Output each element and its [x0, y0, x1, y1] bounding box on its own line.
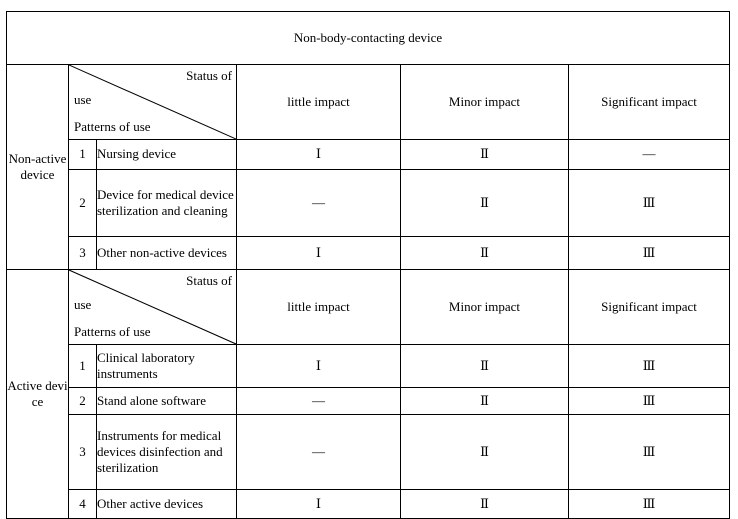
- cell-value-significant-impact: Ⅲ: [567, 236, 731, 270]
- diagonal-divider-line: [69, 270, 236, 344]
- row-label: Stand alone software: [96, 387, 237, 415]
- cell-value-little-impact: Ⅰ: [236, 236, 401, 270]
- impact-column-header-little: little impact: [236, 269, 401, 345]
- cell-value-minor-impact: Ⅱ: [400, 414, 569, 490]
- row-label: Device for medical device sterilization …: [96, 169, 237, 237]
- table-title: Non-body-contacting device: [5, 11, 731, 65]
- cell-value-little-impact: Ⅰ: [236, 344, 401, 388]
- cell-value-little-impact: Ⅰ: [236, 139, 401, 170]
- impact-column-header-significant: Significant impact: [567, 269, 731, 345]
- cell-value-minor-impact: Ⅱ: [400, 139, 569, 170]
- row-number: 3: [68, 236, 97, 270]
- table-title-row: Non-body-contacting device: [5, 11, 731, 65]
- cell-value-minor-impact: Ⅱ: [400, 344, 569, 388]
- cell-value-significant-impact: Ⅲ: [567, 414, 731, 490]
- table-row: 2 Stand alone software — Ⅱ Ⅲ: [7, 387, 731, 415]
- table-row: 1 Nursing device Ⅰ Ⅱ —: [7, 139, 731, 170]
- device-classification-table: Non-body-contacting device Non-active de…: [5, 11, 731, 519]
- diagonal-divider-line: [69, 65, 236, 139]
- cell-value-significant-impact: Ⅲ: [567, 387, 731, 415]
- cell-value-little-impact: —: [236, 414, 401, 490]
- diagonal-header-cell-active: Status of use Patterns of use: [68, 269, 237, 345]
- row-label: Instruments for medical devices disinfec…: [96, 414, 237, 490]
- cell-value-minor-impact: Ⅱ: [400, 236, 569, 270]
- impact-column-header-significant: Significant impact: [567, 64, 731, 140]
- row-number: 4: [68, 489, 97, 519]
- row-number: 2: [68, 169, 97, 237]
- table-row: 3 Other non-active devices Ⅰ Ⅱ Ⅲ: [7, 236, 731, 270]
- header-row-non-active: Non-active device Status of use Patterns…: [6, 64, 731, 270]
- impact-column-header-minor: Minor impact: [400, 269, 569, 345]
- table-row: 3 Instruments for medical devices disinf…: [7, 414, 731, 490]
- category-cell-non-active: Non-active device: [6, 64, 69, 270]
- cell-value-significant-impact: Ⅲ: [567, 169, 731, 237]
- diagonal-status-label: Status of: [186, 68, 232, 83]
- row-number: 3: [68, 414, 97, 490]
- category-cell-active: Active device: [6, 269, 69, 519]
- cell-value-little-impact: —: [236, 169, 401, 237]
- table-row: 2 Device for medical device sterilizatio…: [7, 169, 731, 237]
- cell-value-significant-impact: Ⅲ: [567, 344, 731, 388]
- row-label: Nursing device: [96, 139, 237, 170]
- diagonal-use-label: use: [74, 297, 92, 312]
- row-number: 1: [68, 344, 97, 388]
- diagonal-use-label: use: [74, 92, 92, 107]
- diagonal-header-cell-non-active: Status of use Patterns of use: [68, 64, 237, 140]
- row-label: Other non-active devices: [96, 236, 237, 270]
- row-label: Other active devices: [96, 489, 237, 519]
- cell-value-significant-impact: Ⅲ: [567, 489, 731, 519]
- header-row-active: Active device Status of use Patterns of …: [6, 269, 731, 519]
- cell-value-minor-impact: Ⅱ: [400, 387, 569, 415]
- row-number: 2: [68, 387, 97, 415]
- diagonal-status-label: Status of: [186, 273, 232, 288]
- cell-value-significant-impact: —: [567, 139, 731, 170]
- cell-value-minor-impact: Ⅱ: [400, 489, 569, 519]
- cell-value-minor-impact: Ⅱ: [400, 169, 569, 237]
- table-row: 1 Clinical laboratory instruments Ⅰ Ⅱ Ⅲ: [7, 344, 731, 388]
- cell-value-little-impact: —: [236, 387, 401, 415]
- table-row: 4 Other active devices Ⅰ Ⅱ Ⅲ: [7, 489, 731, 519]
- cell-value-little-impact: Ⅰ: [236, 489, 401, 519]
- row-number: 1: [68, 139, 97, 170]
- impact-column-header-minor: Minor impact: [400, 64, 569, 140]
- impact-column-header-little: little impact: [236, 64, 401, 140]
- diagonal-patterns-label: Patterns of use: [74, 118, 151, 134]
- row-label: Clinical laboratory instruments: [96, 344, 237, 388]
- diagonal-patterns-label: Patterns of use: [74, 323, 151, 339]
